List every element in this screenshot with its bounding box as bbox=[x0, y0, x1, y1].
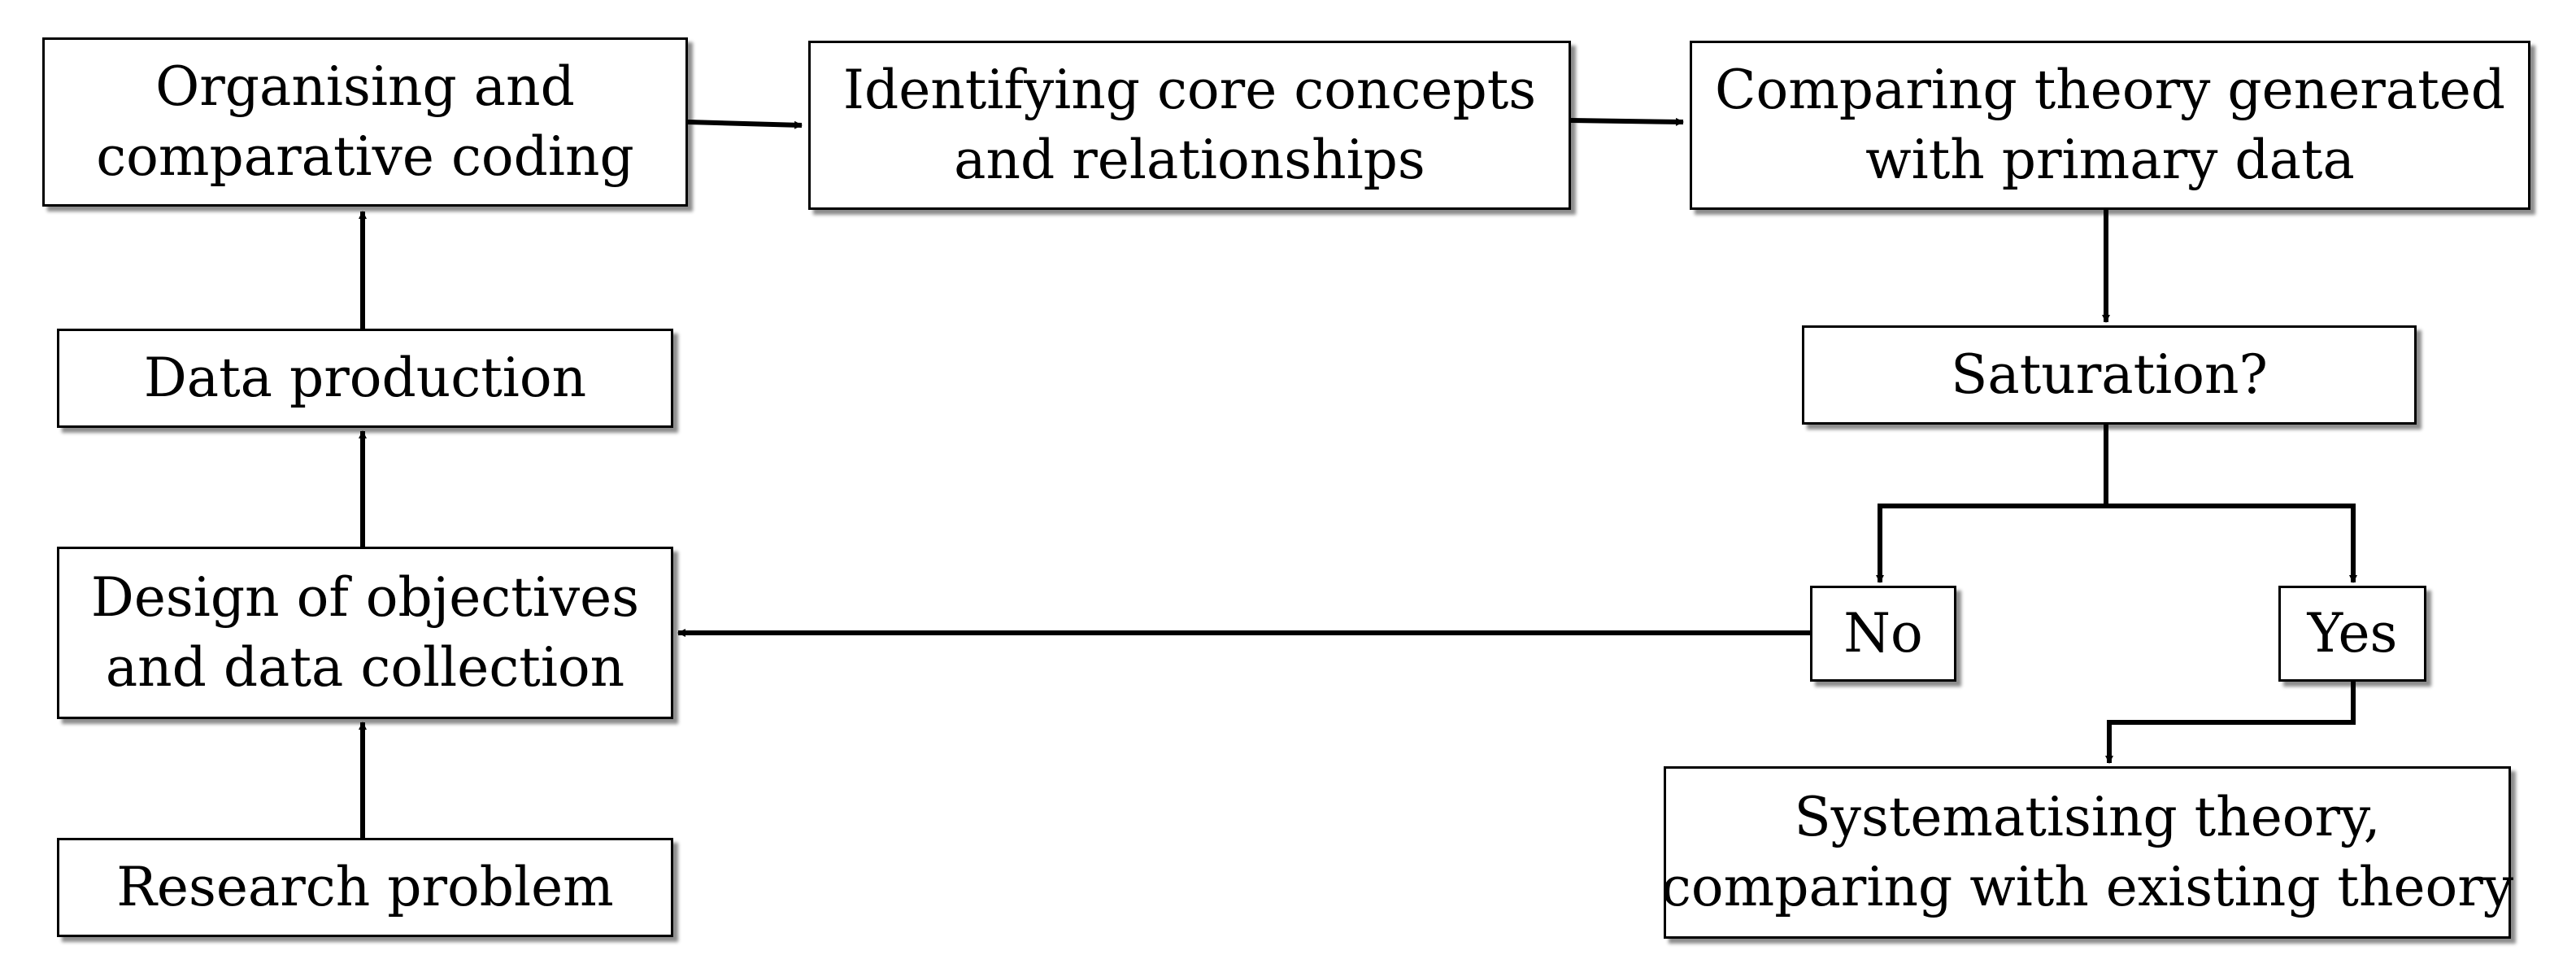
node-design: Design of objectives and data collection bbox=[57, 547, 673, 719]
node-systematising-line-2: comparing with existing theory bbox=[1660, 856, 2514, 918]
node-design-line-2: and data collection bbox=[105, 636, 625, 699]
node-systematising-line-1: Systematising theory, bbox=[1794, 786, 2381, 849]
node-comparing-line-2: with primary data bbox=[1865, 129, 2355, 191]
node-research-problem-label: Research problem bbox=[116, 856, 614, 919]
node-yes-label: Yes bbox=[2307, 602, 2398, 665]
node-design-line-1: Design of objectives bbox=[90, 566, 640, 630]
arrow-saturation-to-yes bbox=[2106, 504, 2357, 583]
node-organising-line-2: comparative coding bbox=[96, 125, 634, 188]
node-data-production-label: Data production bbox=[143, 347, 587, 410]
arrow-identifying-to-comparing bbox=[1570, 117, 1684, 126]
node-identifying-line-1: Identifying core concepts bbox=[842, 59, 1537, 122]
node-no-label: No bbox=[1843, 602, 1923, 665]
node-comparing-line-1: Comparing theory generated bbox=[1714, 59, 2506, 122]
node-identifying-line-2: and relationships bbox=[954, 129, 1425, 191]
node-identifying: Identifying core concepts and relationsh… bbox=[808, 41, 1571, 210]
node-organising-line-1: Organising and bbox=[155, 55, 575, 119]
node-yes: Yes bbox=[2278, 586, 2426, 682]
arrow-yes-to-systematising bbox=[2105, 682, 2356, 764]
node-saturation-label: Saturation? bbox=[1951, 343, 2268, 407]
node-research-problem: Research problem bbox=[57, 838, 673, 937]
arrow-saturation-to-no bbox=[1876, 425, 2108, 583]
node-systematising: Systematising theory, comparing with exi… bbox=[1660, 766, 2514, 939]
arrow-organising-to-identifying bbox=[687, 120, 803, 129]
node-comparing: Comparing theory generated with primary … bbox=[1690, 41, 2530, 210]
node-data-production: Data production bbox=[57, 329, 673, 428]
node-saturation: Saturation? bbox=[1802, 325, 2417, 425]
node-no: No bbox=[1810, 586, 1956, 682]
node-organising: Organising and comparative coding bbox=[42, 37, 688, 207]
